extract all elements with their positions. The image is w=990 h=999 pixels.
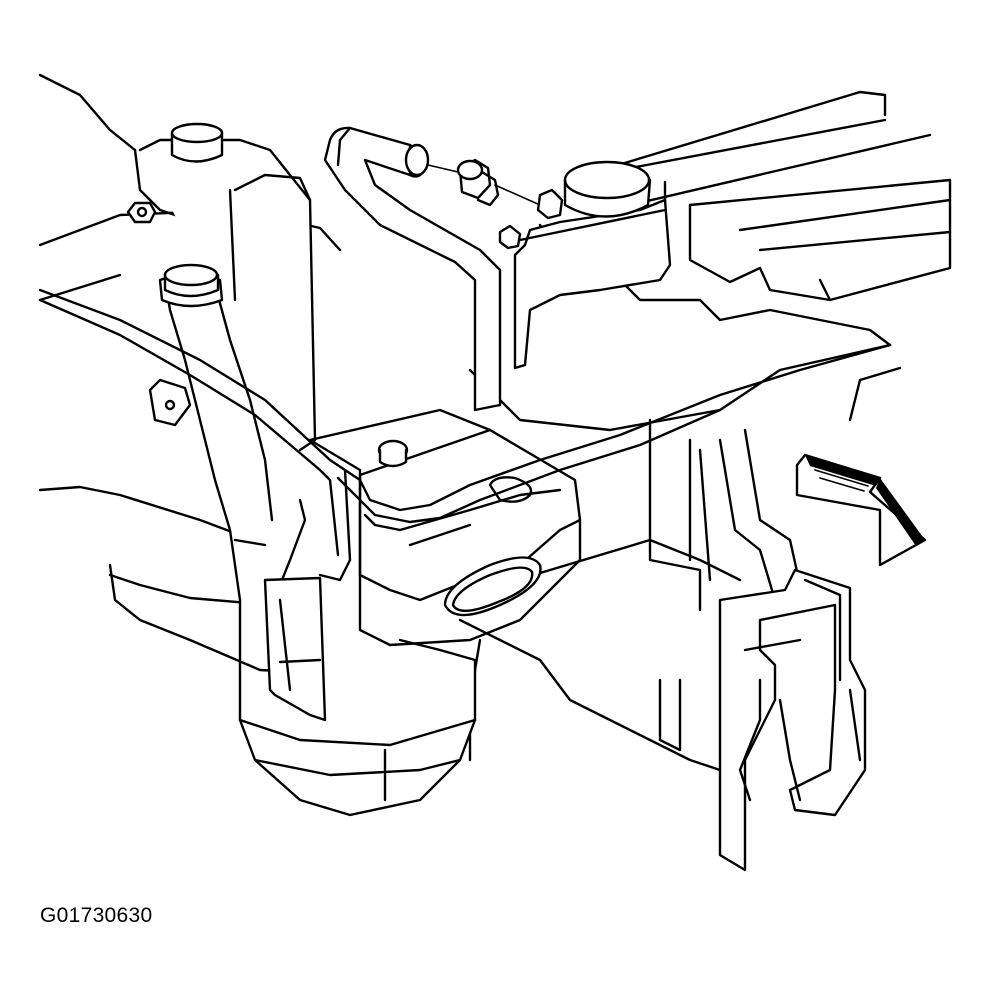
coolant-hose-icon bbox=[323, 126, 502, 412]
radiator-cap-icon bbox=[513, 160, 672, 370]
mounting-bracket-icon bbox=[38, 288, 892, 722]
direction-arrow-icon bbox=[795, 453, 927, 567]
washer-fluid-reservoir-icon bbox=[148, 263, 477, 817]
figure-reference-code: G01730630 bbox=[40, 904, 153, 927]
coolant-reservoir-icon bbox=[38, 73, 317, 452]
radiator-support-icon bbox=[308, 408, 582, 647]
retaining-clip-icon bbox=[718, 568, 867, 872]
hose-clamp-icon bbox=[427, 158, 564, 250]
